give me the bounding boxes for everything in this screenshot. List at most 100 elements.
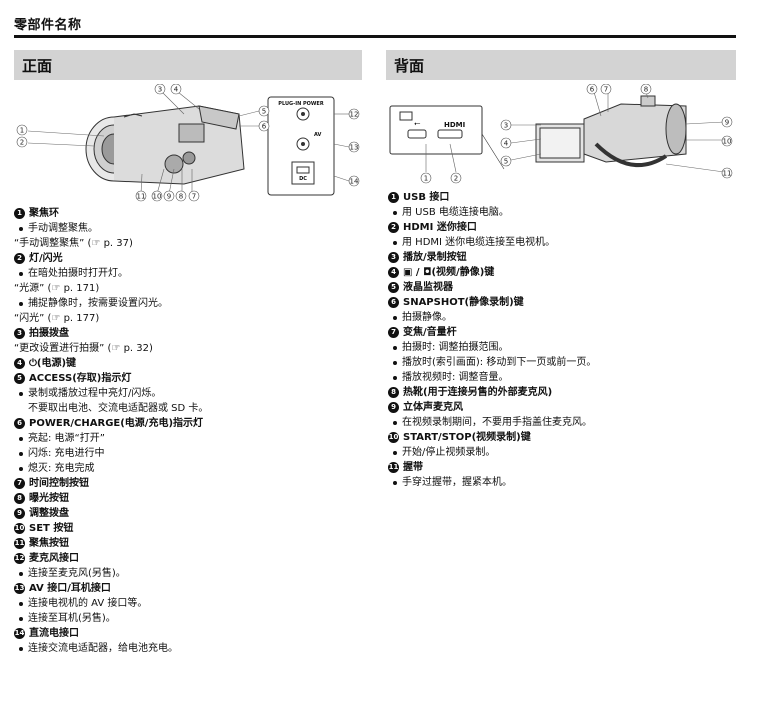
item-title: SNAPSHOT(静像录制)键 [403, 297, 524, 308]
front-section-header: 正面 [14, 50, 362, 80]
item-title: AV 接口/耳机接口 [29, 583, 111, 594]
item-title: 灯/闪光 [29, 253, 63, 264]
callout-9: 9 [167, 193, 171, 201]
callout-12: 12 [350, 111, 359, 119]
item-title: ⏻(电源)键 [29, 358, 77, 369]
item-description: 熄灭: 充电完成 [14, 461, 364, 476]
back-item: 4▣ / ◘(视频/静像)键 [388, 265, 738, 280]
item-title: 调整拨盘 [29, 508, 69, 519]
page-reference: “更改设置进行拍摄” (☞ p. 32) [14, 343, 153, 354]
back-callout-4: 4 [504, 140, 509, 148]
back-item-heading: 4▣ / ◘(视频/静像)键 [388, 265, 738, 280]
item-description: 拍摄静像。 [388, 310, 738, 325]
back-callout-8: 8 [644, 86, 648, 94]
front-item: 4⏻(电源)键 [14, 356, 364, 371]
back-heading: 背面 [394, 57, 425, 75]
item-title: 变焦/音量杆 [403, 327, 457, 338]
item-description: 在暗处拍摄时打开灯。 [14, 266, 364, 281]
callout-3: 3 [158, 86, 162, 94]
item-title: 立体声麦克风 [403, 402, 463, 413]
item-number-badge: 6 [14, 418, 25, 429]
item-number-badge: 7 [14, 478, 25, 489]
front-item: 9 调整拨盘 [14, 506, 364, 521]
back-item-heading: 2 HDMI 迷你接口 [388, 220, 738, 235]
item-number-badge: 11 [388, 462, 399, 473]
item-description: 播放视频时: 调整音量。 [388, 370, 738, 385]
item-title: 聚焦按钮 [29, 538, 69, 549]
back-camera-illustration: ⭠ HDMI 1 2 3 4 5 6 7 8 9 [389, 84, 733, 184]
callout-6: 6 [262, 123, 267, 131]
back-item: 6 SNAPSHOT(静像录制)键拍摄静像。 [388, 295, 738, 325]
callout-13: 13 [350, 144, 359, 152]
port-hdmi-label: HDMI [444, 121, 465, 129]
callout-11: 11 [137, 193, 146, 201]
front-item-heading: 9 调整拨盘 [14, 506, 364, 521]
item-number-badge: 2 [388, 222, 399, 233]
item-number-badge: 9 [388, 402, 399, 413]
item-description: 用 USB 电缆连接电脑。 [388, 205, 738, 220]
front-item-heading: 4⏻(电源)键 [14, 356, 364, 371]
back-callout-5: 5 [504, 158, 508, 166]
item-number-badge: 7 [388, 327, 399, 338]
item-number-badge: 3 [388, 252, 399, 263]
page-reference: “闪光” (☞ p. 177) [14, 313, 100, 324]
panel-plugin-label: PLUG-IN POWER [278, 101, 324, 107]
item-number-badge: 9 [14, 508, 25, 519]
item-title: 握带 [403, 462, 423, 473]
callout-10: 10 [153, 193, 162, 201]
item-description: 录制或播放过程中亮灯/闪烁。 [14, 386, 364, 401]
item-description: 用 HDMI 迷你电缆连接至电视机。 [388, 235, 738, 250]
item-title: POWER/CHARGE(电源/充电)指示灯 [29, 418, 204, 429]
item-description: 手穿过握带，握紧本机。 [388, 475, 738, 490]
callout-5: 5 [262, 108, 266, 116]
item-number-badge: 3 [14, 328, 25, 339]
callout-2: 2 [20, 139, 24, 147]
page-reference: “光源” (☞ p. 171) [14, 283, 100, 294]
item-description: 不要取出电池、交流电适配器或 SD 卡。 [28, 403, 209, 414]
callout-8: 8 [179, 193, 183, 201]
item-number-badge: 8 [388, 387, 399, 398]
item-title: HDMI 迷你接口 [403, 222, 477, 233]
item-title: 曝光按钮 [29, 493, 69, 504]
front-camera-illustration: PLUG-IN POWER AV DC 1 2 3 4 5 6 [16, 84, 360, 202]
item-number-badge: 12 [14, 553, 25, 564]
item-description: 连接电视机的 AV 接口等。 [14, 596, 364, 611]
item-description: 闪烁: 充电进行中 [14, 446, 364, 461]
back-section-header: 背面 [386, 50, 736, 80]
item-number-badge: 5 [388, 282, 399, 293]
back-callout-6: 6 [590, 86, 595, 94]
back-item-heading: 9 立体声麦克风 [388, 400, 738, 415]
item-number-badge: 1 [388, 192, 399, 203]
front-item-heading: 6 POWER/CHARGE(电源/充电)指示灯 [14, 416, 364, 431]
back-callout-9: 9 [725, 119, 729, 127]
item-number-badge: 6 [388, 297, 399, 308]
port-usb-symbol: ⭠ [414, 119, 421, 128]
item-number-badge: 5 [14, 373, 25, 384]
back-item-heading: 6 SNAPSHOT(静像录制)键 [388, 295, 738, 310]
